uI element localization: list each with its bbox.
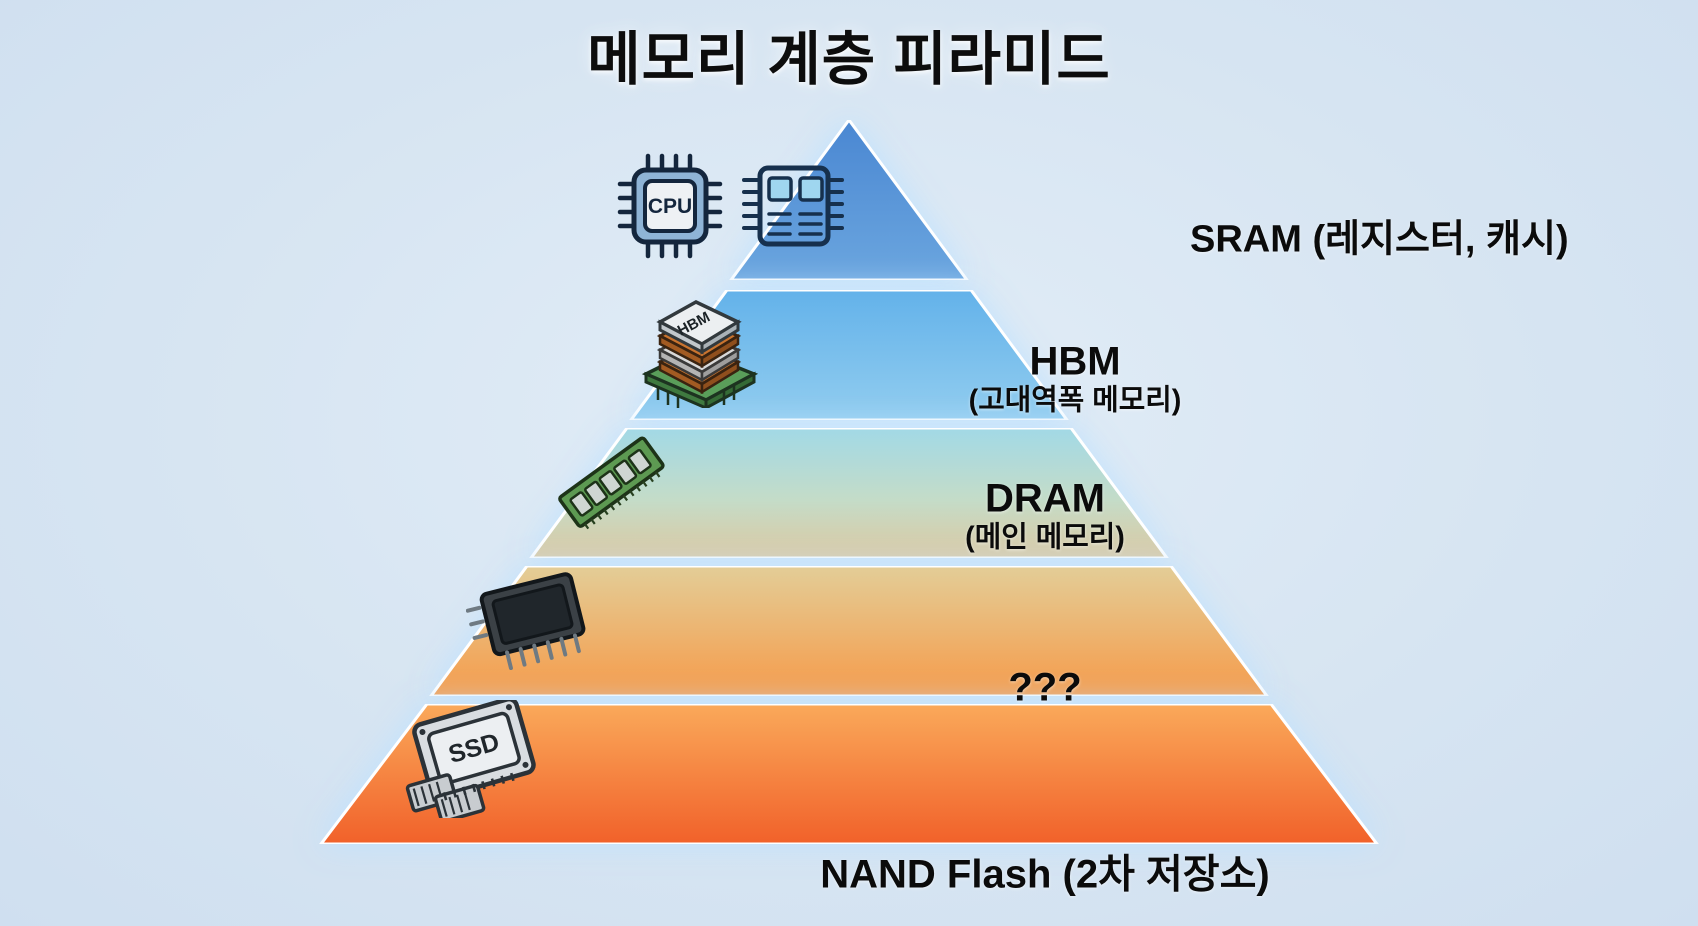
sram-cache-chip-icon xyxy=(740,160,846,252)
dram-module-icon xyxy=(552,428,672,538)
cpu-icon-label: CPU xyxy=(648,195,692,218)
pyramid-tier-dram xyxy=(319,426,1379,560)
tier-label-hbm-main: HBM xyxy=(1029,339,1121,384)
tier-label-hbm: HBM (고대역폭 메모리) xyxy=(969,339,1182,416)
tier-label-nand-flash: NAND Flash (2차 저장소) xyxy=(820,853,1269,898)
tier-label-unknown-main: ??? xyxy=(1008,665,1082,710)
tier-label-nand-flash-main: NAND Flash (2차 저장소) xyxy=(820,852,1270,897)
pyramid-tier-nand-flash xyxy=(317,702,1381,846)
ssd-drive-icon: SSD xyxy=(396,696,558,824)
pyramid-tier-hbm xyxy=(319,288,1379,422)
nand-chip-icon xyxy=(465,565,602,675)
pyramid-tier-unknown xyxy=(319,564,1379,698)
pyramid-graphic xyxy=(317,117,1381,846)
tier-label-sram-main: SRAM (레지스터, 캐시) xyxy=(1190,218,1569,261)
tier-label-dram-sub: (메인 메모리) xyxy=(965,521,1125,554)
cpu-chip-icon: CPU xyxy=(614,150,726,262)
hbm-stack-icon: HBM xyxy=(638,300,759,411)
tier-label-sram: SRAM (레지스터, 캐시) xyxy=(1190,219,1569,262)
tier-label-hbm-sub: (고대역폭 메모리) xyxy=(968,384,1182,417)
page-title: 메모리 계층 피라미드 xyxy=(587,27,1111,92)
tier-label-unknown: ??? xyxy=(1008,666,1081,711)
tier-label-dram: DRAM (메인 메모리) xyxy=(965,476,1125,553)
tier-label-dram-main: DRAM xyxy=(985,476,1105,521)
